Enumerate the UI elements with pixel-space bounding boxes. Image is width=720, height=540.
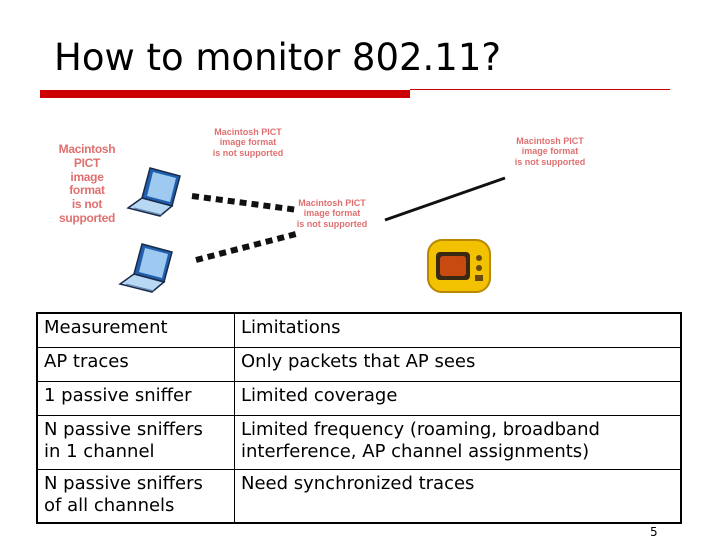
- pict-placeholder-left: Macintosh PICT image format is not suppo…: [58, 142, 116, 225]
- table-cell: Limited frequency (roaming, broadband in…: [234, 414, 682, 470]
- table-header-cell: Limitations: [234, 312, 682, 348]
- table-cell: Limited coverage: [234, 380, 682, 416]
- wireless-link: [191, 193, 299, 213]
- access-point-icon: [427, 239, 491, 293]
- table-cell: Only packets that AP sees: [234, 346, 682, 382]
- table-cell: N passive sniffers in 1 channel: [36, 414, 235, 470]
- laptop-icon: [126, 167, 181, 217]
- table-cell: AP traces: [36, 346, 235, 382]
- pict-placeholder-right: Macintosh PICT image format is not suppo…: [514, 136, 586, 167]
- wireless-link: [195, 231, 297, 263]
- table-row: N passive sniffers in 1 channel Limited …: [36, 414, 682, 470]
- network-diagram: [118, 167, 506, 293]
- pict-placeholder-middle: Macintosh PICT image format is not suppo…: [296, 198, 368, 229]
- measurement-table: Measurement Limitations AP traces Only p…: [36, 312, 682, 524]
- table-row: N passive sniffers of all channels Need …: [36, 468, 682, 524]
- pict-placeholder-top: Macintosh PICT image format is not suppo…: [212, 127, 284, 158]
- title-underline-thin: [410, 89, 670, 90]
- table-header-cell: Measurement: [36, 312, 235, 348]
- wired-link: [384, 176, 506, 222]
- table-row: 1 passive sniffer Limited coverage: [36, 380, 682, 416]
- slide-title: How to monitor 802.11?: [54, 36, 502, 79]
- page-number: 5: [650, 525, 658, 539]
- title-underline-thick: [40, 90, 410, 98]
- table-header-row: Measurement Limitations: [36, 312, 682, 348]
- laptop-icon: [118, 243, 173, 293]
- table-cell: N passive sniffers of all channels: [36, 468, 235, 524]
- table-row: AP traces Only packets that AP sees: [36, 346, 682, 382]
- table-cell: Need synchronized traces: [234, 468, 682, 524]
- table-cell: 1 passive sniffer: [36, 380, 235, 416]
